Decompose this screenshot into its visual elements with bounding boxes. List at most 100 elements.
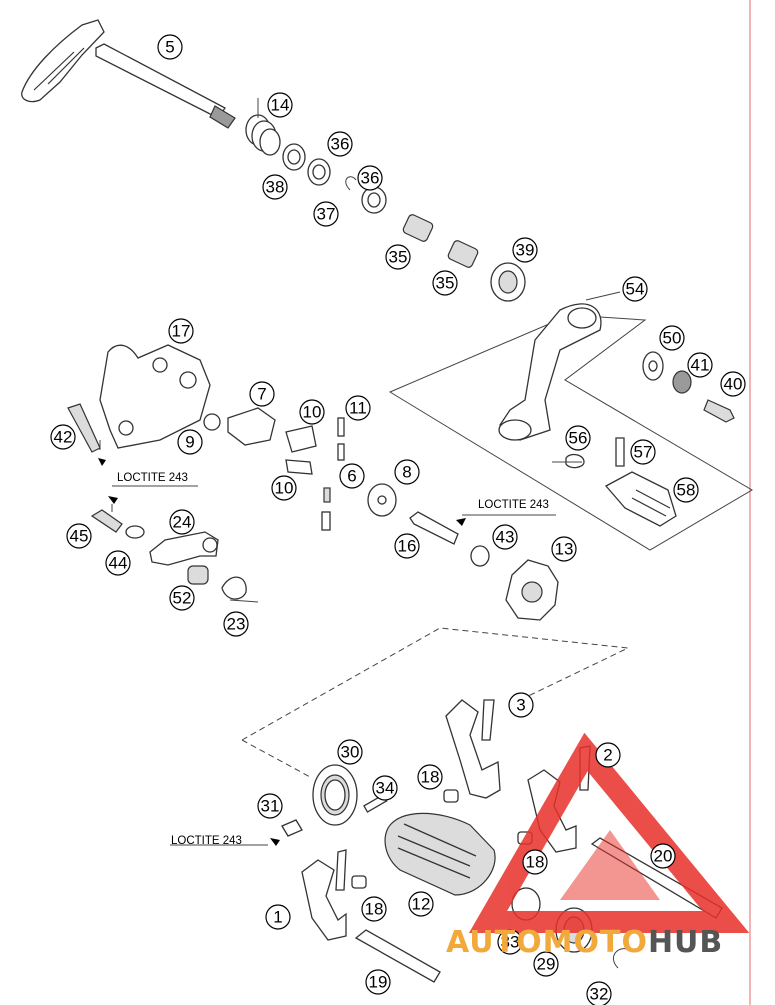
callout-38: 38 xyxy=(262,174,288,200)
callout-56: 56 xyxy=(565,425,591,451)
callout-11: 11 xyxy=(345,395,371,421)
callout-number: 18 xyxy=(421,768,440,787)
washer xyxy=(470,545,490,567)
callout-40: 40 xyxy=(720,371,746,397)
washer xyxy=(203,413,221,431)
callout-9: 9 xyxy=(177,429,203,455)
slider xyxy=(285,425,317,453)
callout-number: 12 xyxy=(412,895,431,914)
shift-drum xyxy=(384,812,496,896)
callout-number: 52 xyxy=(173,589,192,608)
callout-42: 42 xyxy=(50,424,76,450)
loctite-label: LOCTITE 243 xyxy=(171,835,242,847)
callout-number: 16 xyxy=(398,537,417,556)
loctite-label: LOCTITE 243 xyxy=(478,499,549,511)
callout-number: 23 xyxy=(227,615,246,634)
callout-number: 33 xyxy=(501,933,520,952)
callout-35: 35 xyxy=(385,244,411,270)
callout-8: 8 xyxy=(394,459,420,485)
callout-10: 10 xyxy=(271,475,297,501)
callout-number: 10 xyxy=(275,479,294,498)
callout-number: 19 xyxy=(369,973,388,992)
callout-3: 3 xyxy=(508,692,534,718)
callout-29: 29 xyxy=(533,951,559,977)
callout-number: 8 xyxy=(402,463,411,482)
callout-number: 1 xyxy=(273,908,282,927)
callout-number: 54 xyxy=(626,280,645,299)
watermark-logo xyxy=(468,732,750,933)
callout-number: 3 xyxy=(516,696,525,715)
callout-number: 35 xyxy=(389,248,408,267)
loctite-label: LOCTITE 243 xyxy=(117,472,188,484)
roller xyxy=(443,789,459,803)
callout-number: 20 xyxy=(654,847,673,866)
leader-lines xyxy=(99,98,621,603)
circlip xyxy=(345,176,357,191)
callout-33: 33 xyxy=(497,929,523,955)
lock-nut xyxy=(672,370,692,394)
callout-37: 37 xyxy=(313,201,339,227)
callout-39: 39 xyxy=(512,237,538,263)
callout-52: 52 xyxy=(169,585,195,611)
callout-54: 54 xyxy=(622,276,648,302)
callout-number: 5 xyxy=(165,38,174,57)
callout-18: 18 xyxy=(361,896,387,922)
callout-43: 43 xyxy=(492,524,518,550)
shift-spring xyxy=(245,114,281,156)
pin xyxy=(337,443,345,461)
callout-number: 39 xyxy=(516,241,535,260)
callout-50: 50 xyxy=(659,325,685,351)
callout-number: 56 xyxy=(569,429,588,448)
callout-20: 20 xyxy=(650,843,676,869)
callout-18: 18 xyxy=(522,849,548,875)
callout-number: 32 xyxy=(590,985,609,1004)
callout-number: 44 xyxy=(109,554,128,573)
callout-number: 14 xyxy=(271,96,290,115)
torsion-spring xyxy=(565,453,585,469)
bolt xyxy=(409,511,459,545)
callout-number: 24 xyxy=(173,513,192,532)
watermark-part2: MOTO xyxy=(543,925,648,960)
callout-number: 40 xyxy=(724,375,743,394)
shift-lever xyxy=(498,303,602,441)
callout-number: 43 xyxy=(496,528,515,547)
pin xyxy=(321,511,331,531)
callout-number: 57 xyxy=(634,443,653,462)
callout-number: 42 xyxy=(54,428,73,447)
slider xyxy=(285,459,313,475)
pin xyxy=(323,487,331,503)
watermark-part3: HUB xyxy=(648,925,723,960)
callout-number: 11 xyxy=(349,399,367,418)
callout-23: 23 xyxy=(223,611,249,637)
callout-number: 36 xyxy=(331,135,350,154)
shift-bracket xyxy=(99,344,211,449)
callout-number: 31 xyxy=(261,797,280,816)
bolt xyxy=(703,399,735,423)
shift-pedal-tip xyxy=(604,471,677,527)
roller xyxy=(187,565,209,585)
pin xyxy=(615,437,625,467)
callout-number: 38 xyxy=(266,178,285,197)
callout-number: 30 xyxy=(341,743,360,762)
callout-44: 44 xyxy=(105,550,131,576)
callout-10: 10 xyxy=(299,399,325,425)
callout-17: 17 xyxy=(168,318,194,344)
detent-lever xyxy=(149,531,219,566)
callout-30: 30 xyxy=(337,739,363,765)
callout-31: 31 xyxy=(257,793,283,819)
callout-number: 13 xyxy=(555,540,574,559)
callout-number: 45 xyxy=(70,527,89,546)
callout-6: 6 xyxy=(339,463,365,489)
callout-number: 18 xyxy=(365,900,384,919)
callout-number: 17 xyxy=(172,322,191,341)
callout-number: 41 xyxy=(691,356,710,375)
callout-18: 18 xyxy=(417,764,443,790)
callout-number: 10 xyxy=(303,403,322,422)
callout-24: 24 xyxy=(169,509,195,535)
callout-34: 34 xyxy=(372,775,398,801)
callout-32: 32 xyxy=(586,981,612,1005)
callout-36: 36 xyxy=(357,165,383,191)
watermark-part1: AUTO xyxy=(446,925,543,960)
bolt xyxy=(90,509,123,533)
